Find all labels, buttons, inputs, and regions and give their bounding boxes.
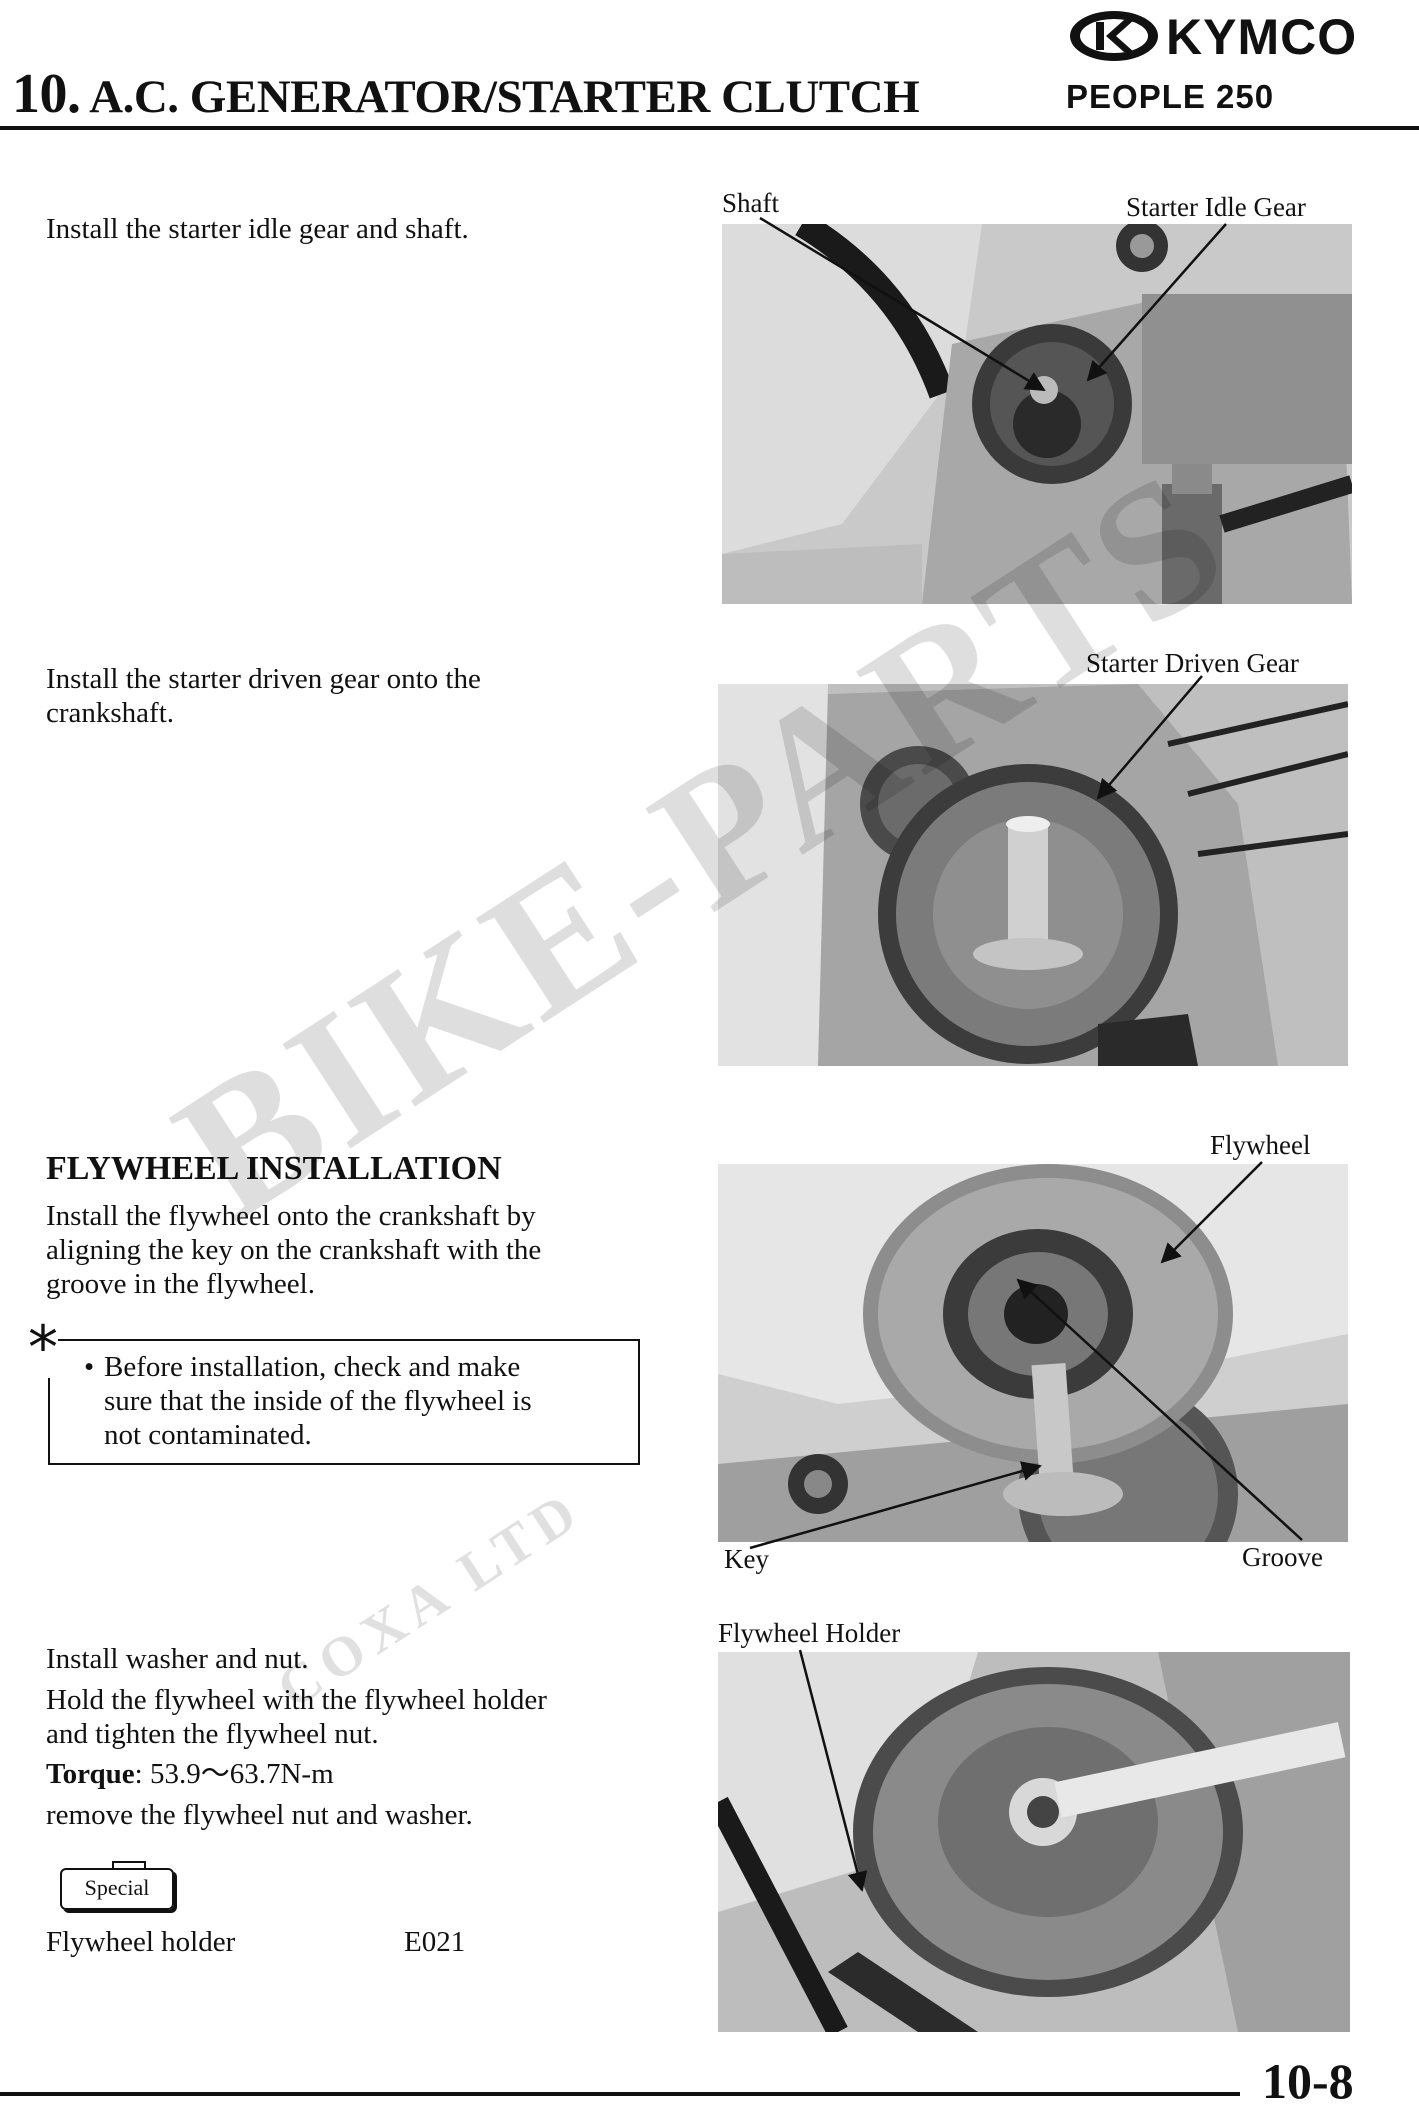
chapter-number: 10. bbox=[12, 63, 81, 125]
flywheel-text-line2: aligning the key on the crankshaft with … bbox=[46, 1234, 542, 1266]
nut-step-line1: Install washer and nut. bbox=[46, 1643, 309, 1675]
chapter-title-text: A.C. GENERATOR/STARTER CLUTCH bbox=[89, 71, 920, 123]
caution-line2: sure that the inside of the flywheel is bbox=[104, 1385, 532, 1417]
torque-spec: Torque: 53.9～63.7N-m bbox=[46, 1757, 334, 1791]
chapter-title: 10. A.C. GENERATOR/STARTER CLUTCH bbox=[12, 62, 920, 126]
brand-name: KYMCO bbox=[1166, 9, 1358, 65]
step-idle-gear-text: Install the starter idle gear and shaft. bbox=[46, 213, 469, 245]
label-flywheel: Flywheel bbox=[1210, 1130, 1311, 1160]
step-driven-gear-line1: Install the starter driven gear onto the bbox=[46, 663, 481, 695]
kymco-logo: KYMCO bbox=[1066, 6, 1411, 66]
photo-starter-idle-gear bbox=[722, 224, 1352, 604]
photo-flywheel-installation bbox=[718, 1164, 1348, 1542]
caution-asterisk-icon: * bbox=[28, 1313, 58, 1383]
section-title-flywheel-installation: FLYWHEEL INSTALLATION bbox=[46, 1150, 502, 1187]
header-divider bbox=[0, 126, 1419, 130]
flywheel-text-line3: groove in the flywheel. bbox=[46, 1268, 315, 1300]
nut-step-line5: remove the flywheel nut and washer. bbox=[46, 1799, 473, 1831]
special-tool-badge: Special bbox=[60, 1868, 174, 1910]
footer-divider bbox=[0, 2092, 1240, 2096]
label-shaft: Shaft bbox=[722, 188, 779, 218]
step-driven-gear-line2: crankshaft. bbox=[46, 697, 175, 729]
photo-starter-driven-gear bbox=[718, 684, 1348, 1066]
label-starter-driven-gear: Starter Driven Gear bbox=[1086, 648, 1299, 678]
flywheel-text-line1: Install the flywheel onto the crankshaft… bbox=[46, 1200, 536, 1232]
kymco-logo-icon bbox=[1070, 11, 1158, 61]
photo-flywheel-holder bbox=[718, 1652, 1350, 2032]
label-key: Key bbox=[724, 1544, 769, 1574]
caution-line1: Before installation, check and make bbox=[104, 1351, 521, 1383]
caution-text: • Before installation, check and make su… bbox=[84, 1350, 629, 1452]
special-tool-code: E021 bbox=[404, 1926, 466, 1958]
nut-step-line2: Hold the flywheel with the flywheel hold… bbox=[46, 1684, 547, 1716]
model-name: PEOPLE 250 bbox=[1066, 78, 1275, 115]
special-tool-icon bbox=[112, 1861, 146, 1869]
caution-box bbox=[48, 1339, 640, 1465]
label-starter-idle-gear: Starter Idle Gear bbox=[1126, 192, 1306, 222]
nut-step-line3: and tighten the flywheel nut. bbox=[46, 1718, 379, 1750]
special-tool-name: Flywheel holder bbox=[46, 1926, 236, 1958]
torque-label: Torque bbox=[46, 1758, 135, 1790]
torque-value: : 53.9～63.7N-m bbox=[134, 1758, 334, 1790]
label-groove: Groove bbox=[1242, 1542, 1323, 1572]
page-number: 10-8 bbox=[1262, 2053, 1354, 2109]
label-flywheel-holder: Flywheel Holder bbox=[718, 1618, 901, 1648]
caution-bullet: • bbox=[84, 1351, 95, 1383]
caution-line3: not contaminated. bbox=[104, 1419, 312, 1451]
